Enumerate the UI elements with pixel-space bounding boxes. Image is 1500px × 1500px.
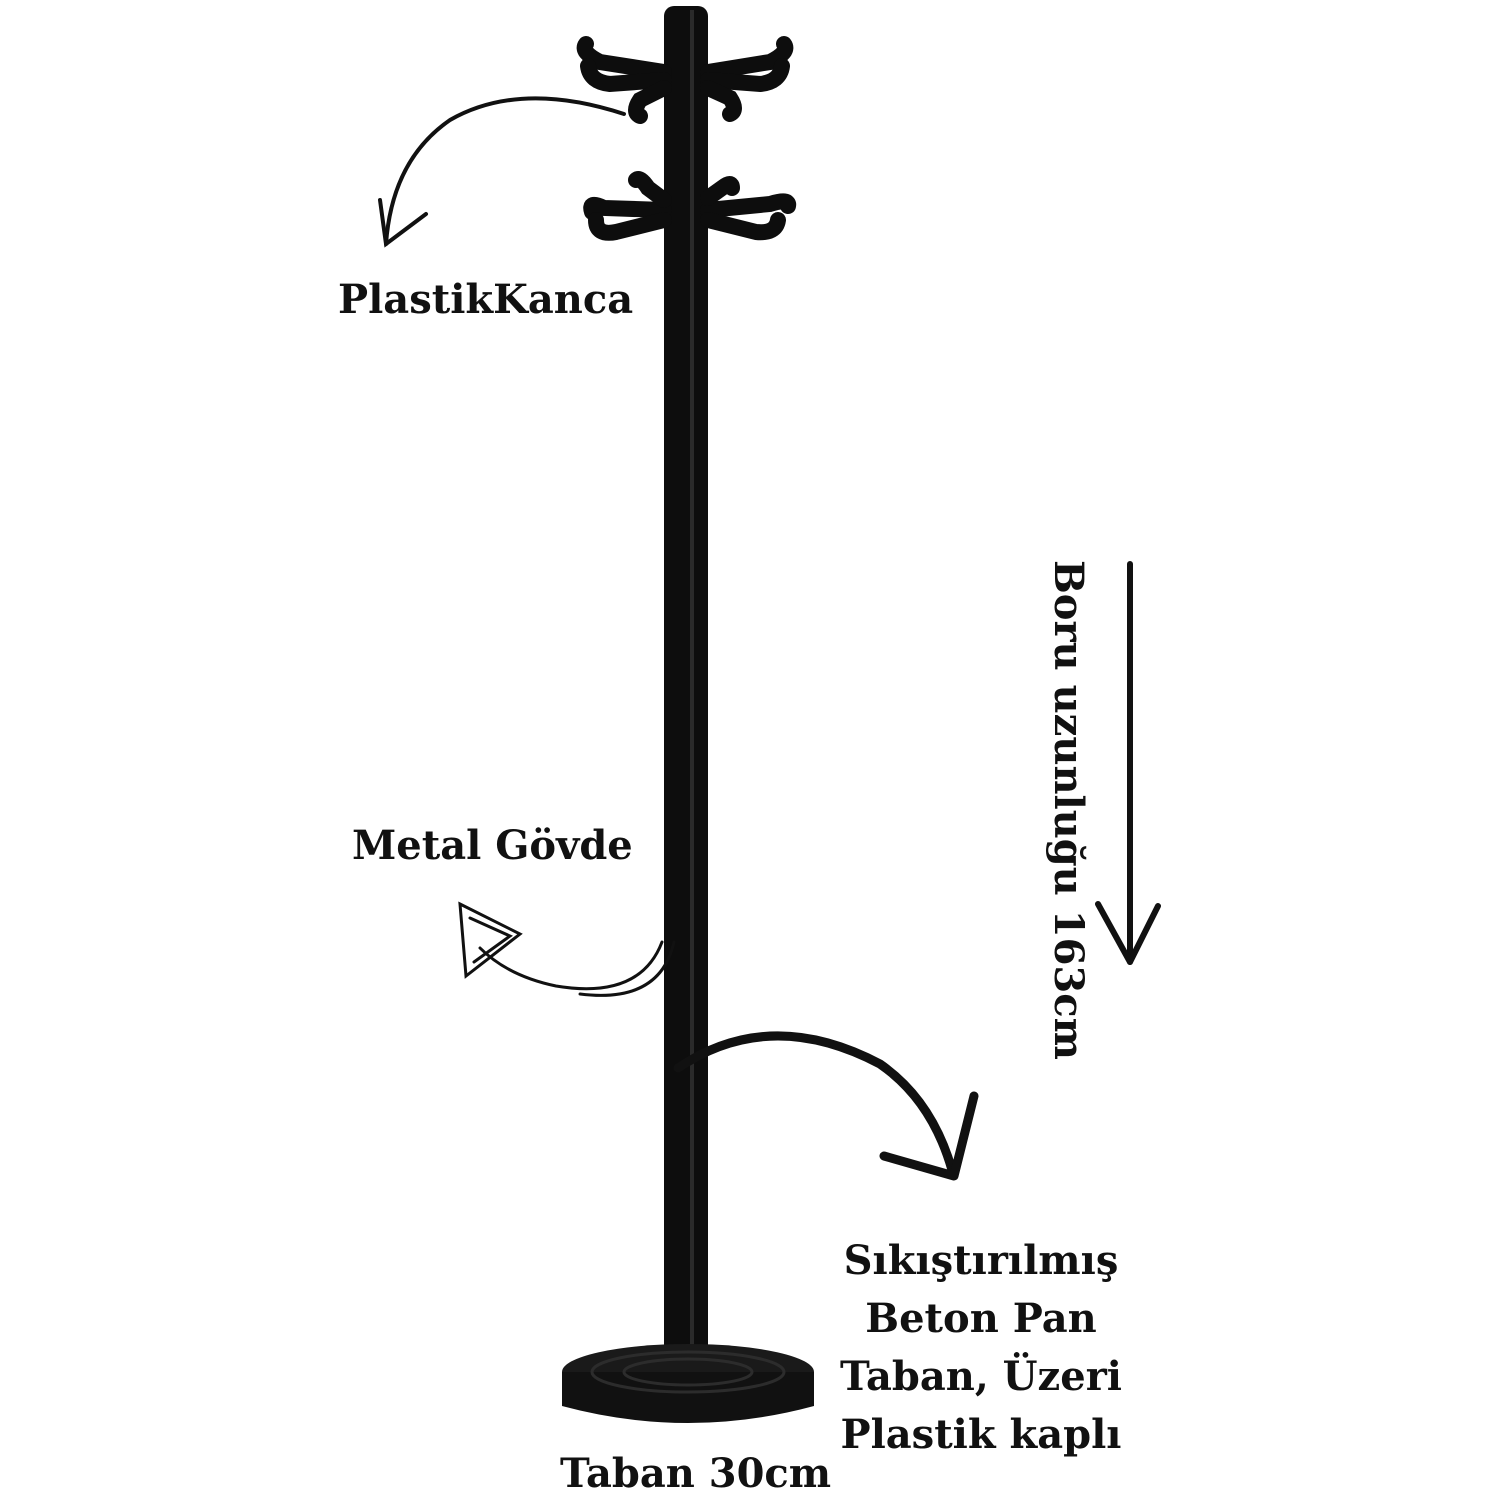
- base-size-label: Taban 30cm: [560, 1450, 832, 1497]
- plastic-hook-label: PlastikKanca: [338, 276, 634, 323]
- pipe-length-label: Boru uzunluğu 163cm: [1045, 560, 1092, 1060]
- metal-body-label: Metal Gövde: [352, 822, 633, 869]
- base-note-line: Beton Pan: [865, 1295, 1097, 1342]
- base-arrow: [673, 1031, 979, 1181]
- base-note-line: Sıkıştırılmış: [843, 1237, 1119, 1284]
- base-material-note: Sıkıştırılmış Beton Pan Taban, Üzeri Pla…: [836, 1232, 1126, 1464]
- metal-pole: [664, 6, 708, 1386]
- base-rings: [590, 1350, 786, 1394]
- plastic-hooks-lower: [583, 171, 797, 241]
- base-note-line: Taban, Üzeri: [840, 1353, 1122, 1400]
- hook-arrow: [378, 96, 626, 248]
- plastic-hooks-upper: [576, 36, 794, 124]
- body-arrow: [458, 901, 676, 997]
- concrete-base: [562, 1372, 814, 1423]
- length-arrow: [1095, 561, 1161, 965]
- base-note-line: Plastik kaplı: [840, 1411, 1122, 1458]
- pole-highlight: [690, 10, 694, 1380]
- base-rings-inner: [622, 1357, 754, 1387]
